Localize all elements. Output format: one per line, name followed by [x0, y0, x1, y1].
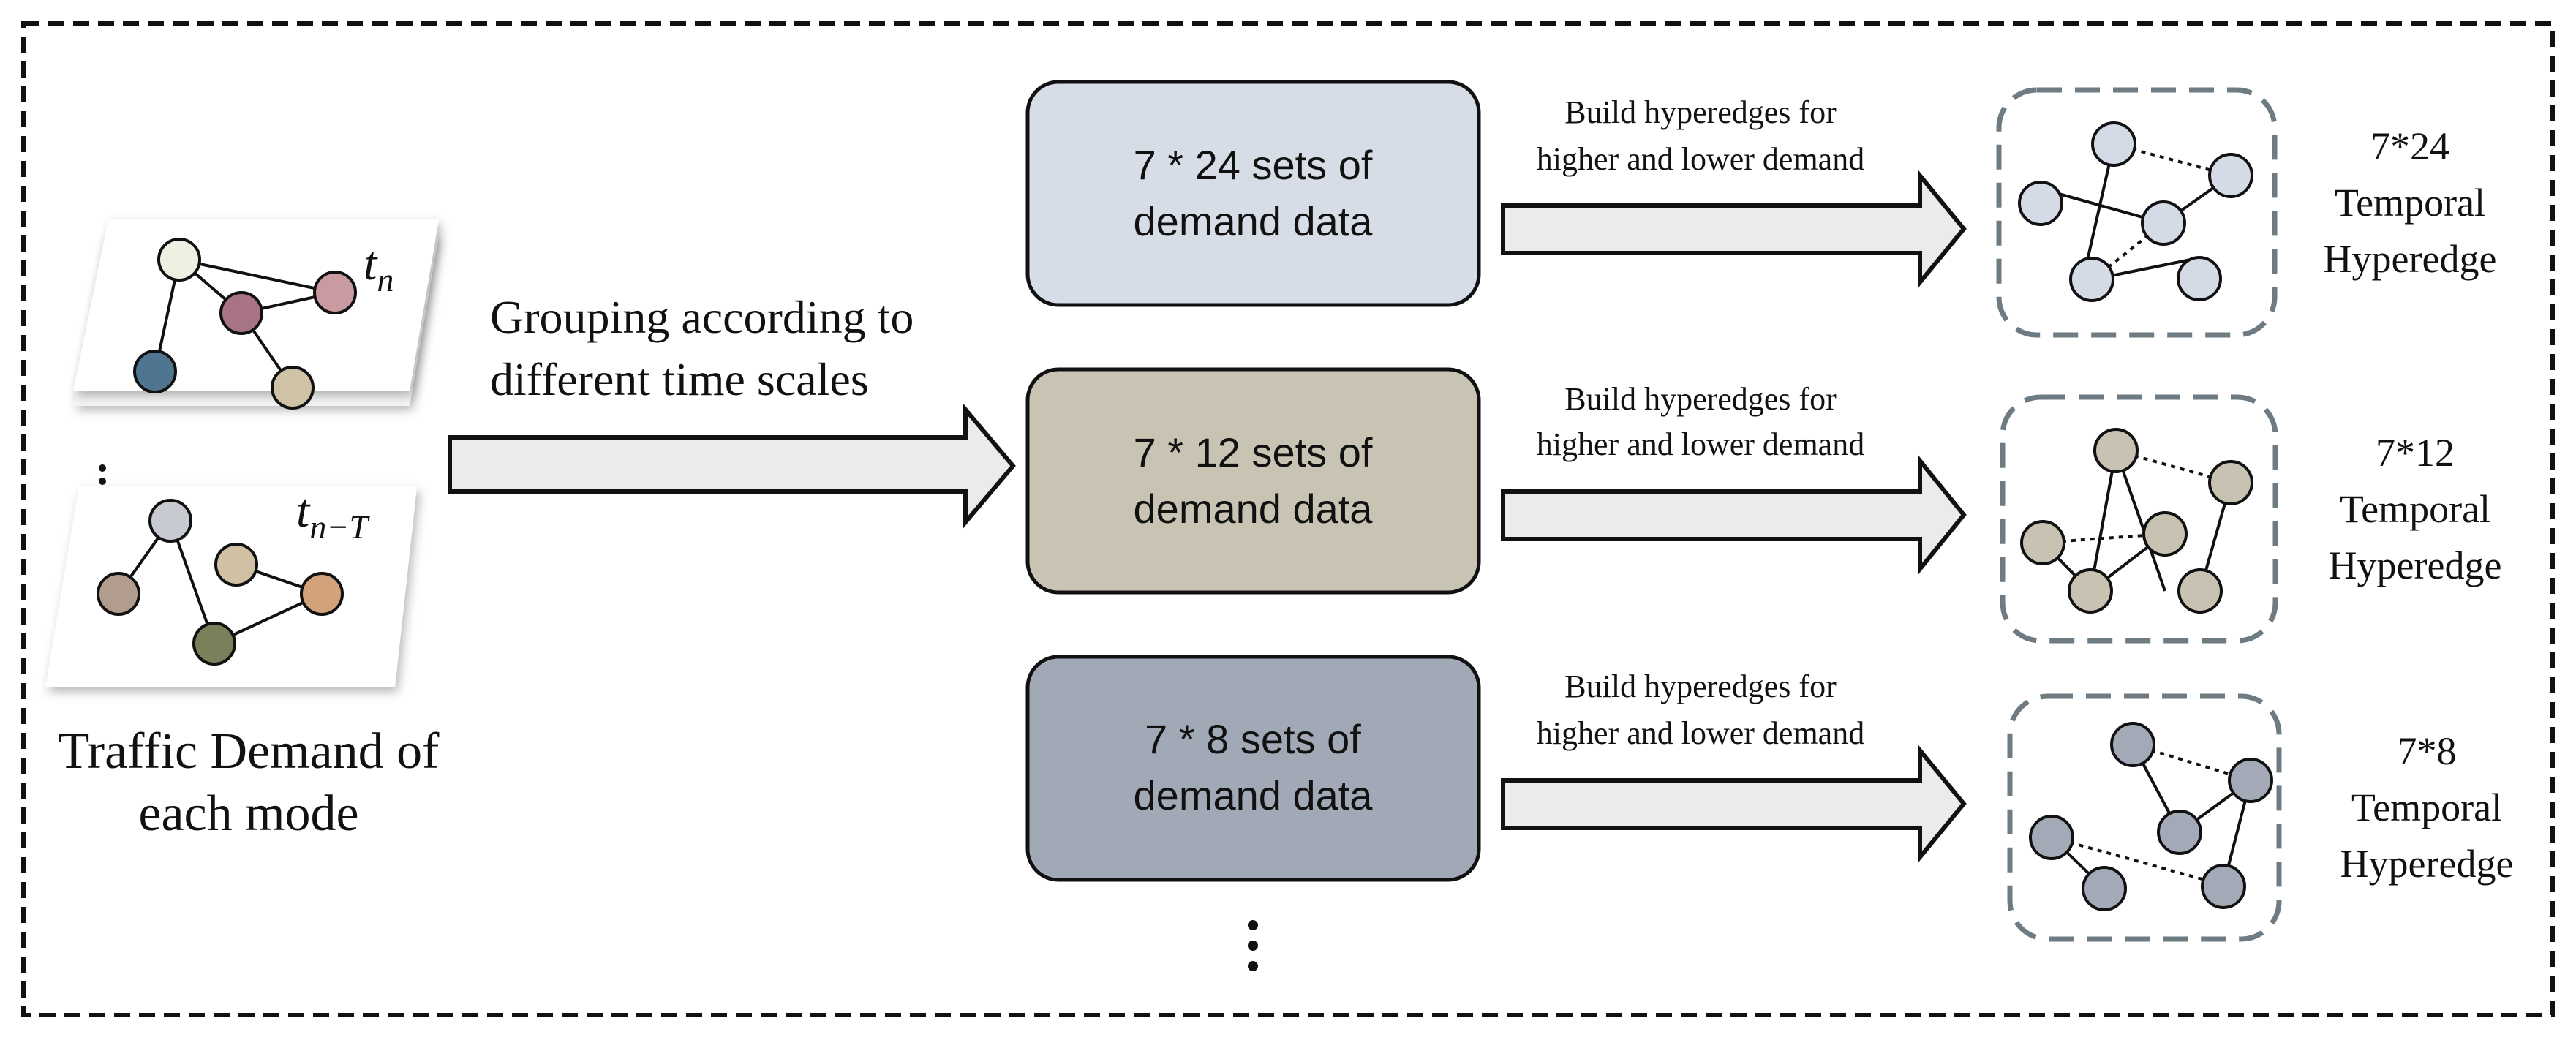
graph-node	[157, 238, 201, 282]
graph-sheet-bottom	[45, 486, 417, 687]
scale-row-12: 7 * 12 sets of demand data Build hypered…	[1025, 367, 2502, 644]
vertical-ellipsis-bottom	[1248, 920, 1258, 971]
result-12-line2: Temporal	[2340, 487, 2490, 531]
build-label-12-line2: higher and lower demand	[1537, 426, 1864, 462]
time-label-top: tn	[364, 237, 393, 298]
graph-node	[2208, 153, 2253, 198]
graph-node	[2110, 722, 2155, 767]
graph-node	[2069, 257, 2114, 302]
hyperedge-frame-12	[2000, 394, 2278, 644]
graph-node	[271, 366, 315, 410]
graph-node	[133, 350, 177, 393]
result-8-line1: 7*8	[2398, 729, 2457, 773]
graph-top	[133, 238, 357, 410]
graph-node	[2093, 428, 2139, 473]
grouping-label-line1: Grouping according to	[490, 291, 914, 343]
build-arrow-12	[1501, 454, 1967, 576]
graph-node	[2208, 460, 2253, 505]
demand-box-24-line2: demand data	[1134, 198, 1374, 244]
edge	[2114, 450, 2166, 592]
graph-node	[2029, 815, 2074, 860]
input-label-line1: Traffic Demand of	[58, 723, 440, 780]
graph-bottom	[97, 499, 344, 666]
graph-node	[2228, 758, 2273, 803]
graph-node	[2177, 568, 2223, 614]
result-24-line2: Temporal	[2335, 181, 2485, 225]
scale-row-8: 7 * 8 sets of demand data Build hyperedg…	[1025, 655, 2514, 942]
graph-node	[300, 572, 344, 616]
build-label-24-line2: higher and lower demand	[1537, 141, 1864, 177]
hypergraph-8	[2029, 722, 2273, 911]
graph-node	[2068, 568, 2113, 614]
build-arrow-24	[1501, 169, 1967, 289]
result-8-line3: Hyperedge	[2340, 842, 2514, 886]
grouping-label-line2: different time scales	[490, 353, 869, 405]
hypergraph-24	[2018, 121, 2253, 302]
graph-node	[2018, 181, 2063, 226]
demand-box-24	[1025, 80, 1481, 307]
graph-node	[2091, 121, 2136, 167]
result-12-line3: Hyperedge	[2329, 543, 2502, 587]
big-arrow	[448, 403, 1016, 529]
graph-node	[148, 499, 192, 543]
demand-box-24-line1: 7 * 24 sets of	[1134, 142, 1373, 188]
graph-node	[214, 543, 258, 587]
time-label-bottom: tn−T	[296, 484, 370, 546]
graph-node	[313, 271, 357, 314]
outer-dashed-border	[21, 21, 2555, 1017]
graph-node	[2201, 864, 2246, 909]
graph-node	[97, 572, 140, 616]
demand-box-8-line1: 7 * 8 sets of	[1145, 716, 1361, 762]
graph-node	[2082, 866, 2127, 911]
graph-node	[2141, 200, 2186, 246]
demand-box-12	[1025, 367, 1481, 595]
result-8-line2: Temporal	[2351, 785, 2502, 829]
demand-box-12-line1: 7 * 12 sets of	[1134, 429, 1373, 475]
demand-box-8-line2: demand data	[1134, 772, 1374, 818]
graph-node	[2157, 810, 2202, 855]
demand-box-8	[1025, 655, 1481, 882]
demand-box-12-line2: demand data	[1134, 486, 1374, 532]
hyperedge-frame-8	[2007, 693, 2282, 942]
result-24-line1: 7*24	[2370, 124, 2449, 168]
build-arrow-8	[1501, 744, 1967, 864]
graph-node	[2020, 520, 2065, 565]
result-12-line1: 7*12	[2376, 431, 2455, 475]
graph-node	[2177, 256, 2222, 301]
build-label-24-line1: Build hyperedges for	[1564, 94, 1837, 130]
input-graph-stack: tn tn−T Traffic Demand of each mode	[45, 219, 440, 842]
result-24-line3: Hyperedge	[2324, 237, 2497, 281]
hypergraph-12	[2020, 428, 2253, 614]
edge	[2089, 450, 2117, 592]
build-label-8-line1: Build hyperedges for	[1564, 668, 1837, 704]
edge	[178, 258, 336, 294]
graph-node	[2142, 511, 2188, 557]
edge	[2051, 836, 2224, 886]
input-label-line2: each mode	[138, 785, 358, 842]
scale-row-24: 7 * 24 sets of demand data Build hypered…	[1025, 80, 2497, 338]
build-label-8-line2: higher and lower demand	[1537, 715, 1864, 751]
grouping-arrow: Grouping according to different time sca…	[448, 291, 1016, 529]
graph-node	[192, 622, 236, 666]
build-label-12-line1: Build hyperedges for	[1564, 381, 1837, 417]
graph-node	[219, 291, 263, 335]
edge	[2082, 143, 2115, 280]
hyperedge-frame-24	[1996, 87, 2278, 338]
